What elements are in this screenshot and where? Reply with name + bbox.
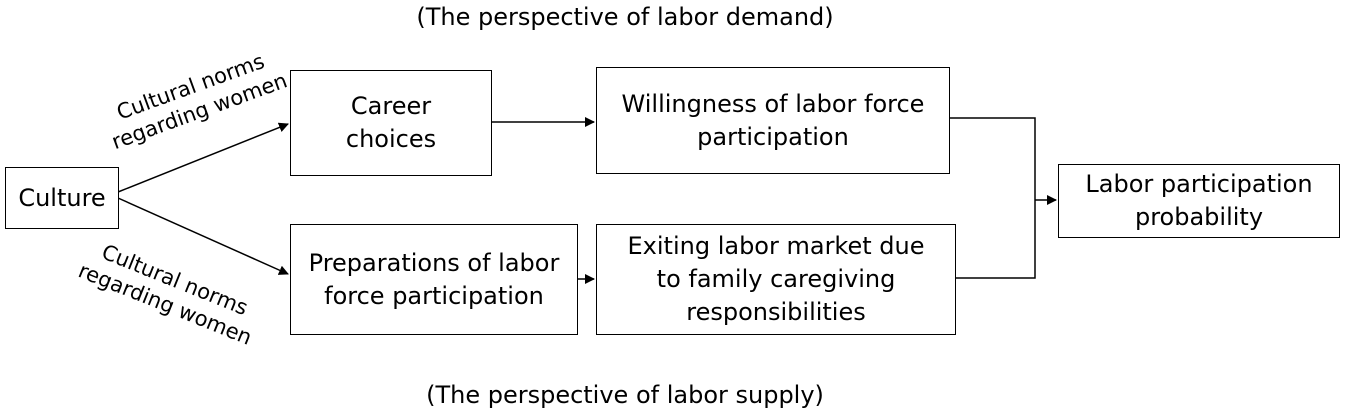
node-exiting-labor-market: Exiting labor market due to family careg…: [596, 224, 956, 335]
caption-labor-supply: (The perspective of labor supply): [426, 381, 824, 409]
node-preparations-labor-force-participation: Preparations of labor force participatio…: [290, 224, 578, 335]
arrow-culture-to-preparations: [117, 197, 289, 275]
node-labor-participation-probability: Labor participation probability: [1058, 164, 1340, 238]
node-career-choices: Career choices: [290, 70, 492, 176]
connector-willingness-to-junction: [949, 117, 1036, 200]
caption-labor-demand: (The perspective of labor demand): [416, 3, 834, 31]
connector-exiting-to-junction: [955, 200, 1036, 279]
node-willingness-labor-force-participation: Willingness of labor force participation: [596, 67, 950, 174]
arrow-culture-to-career-choices: [117, 122, 289, 193]
node-culture: Culture: [5, 167, 119, 229]
